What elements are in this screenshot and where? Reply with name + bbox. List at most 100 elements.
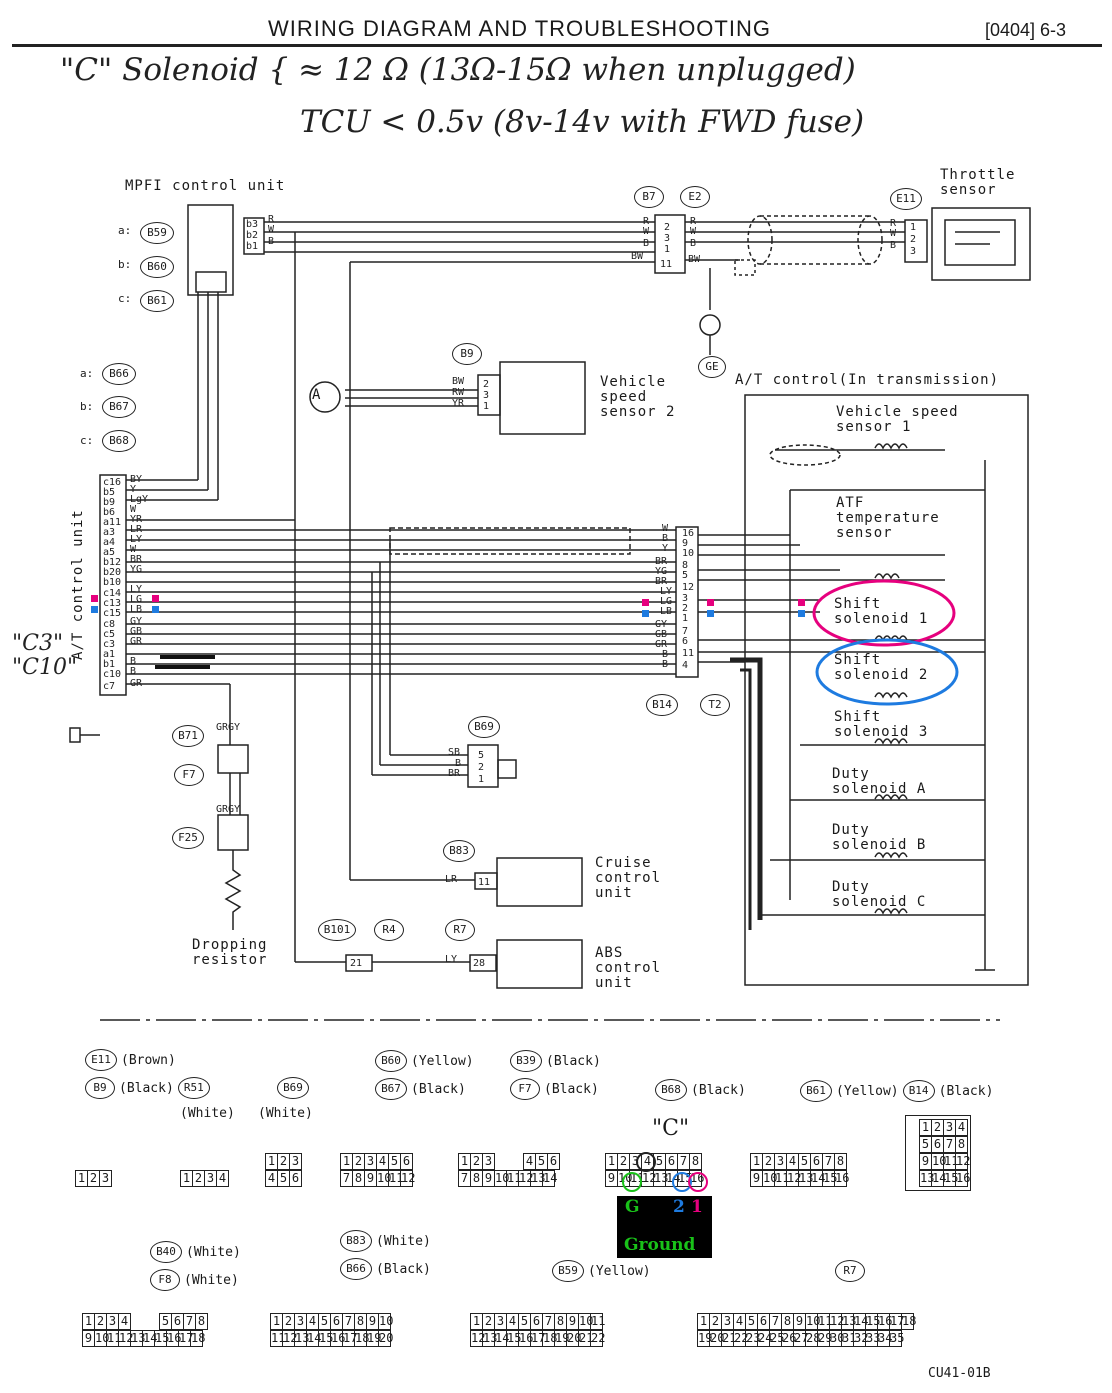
svg-text:b9: b9 (103, 497, 115, 508)
connector-b68: B68 (102, 430, 136, 452)
svg-text:LgY: LgY (130, 494, 148, 505)
duty-solenoid-b-label: Duty solenoid B (832, 822, 927, 853)
vss1-label: Vehicle speed sensor 1 (836, 404, 959, 435)
header-rule (12, 44, 1102, 47)
svg-text:B: B (890, 240, 896, 251)
legend-b69: B69 (277, 1077, 309, 1099)
at-control-in-trans-label: A/T control(In transmission) (735, 372, 1000, 388)
throttle-label: Throttle sensor (940, 167, 1016, 198)
legend-c-label: "C" (652, 1116, 690, 1141)
ground-callout (617, 1196, 712, 1258)
svg-text:c8: c8 (103, 619, 115, 630)
svg-text:BR: BR (655, 556, 668, 567)
svg-text:21: 21 (350, 958, 362, 969)
svg-text:10: 10 (682, 548, 694, 559)
duty-solenoid-c-label: Duty solenoid C (832, 879, 927, 910)
svg-text:1: 1 (682, 613, 688, 624)
svg-text:BY: BY (130, 474, 142, 485)
svg-text:3: 3 (483, 390, 489, 401)
svg-text:LY: LY (445, 954, 457, 965)
callout-1: 1 (691, 1197, 703, 1217)
svg-text:B: B (662, 533, 668, 544)
svg-text:B: B (643, 238, 649, 249)
svg-text:c14: c14 (103, 588, 121, 599)
legend-f8: F8(White) (150, 1269, 239, 1291)
svg-text:a5: a5 (103, 547, 115, 558)
atcu-c-prefix: c: (80, 434, 94, 447)
svg-text:c16: c16 (103, 477, 121, 488)
atf-label: ATF temperature sensor (836, 495, 940, 541)
svg-text:GR: GR (216, 804, 229, 815)
figure-code: CU41-01B (928, 1366, 991, 1381)
svg-text:a1: a1 (103, 649, 115, 660)
connector-b59: B59 (140, 222, 174, 244)
svg-text:GB: GB (655, 629, 667, 640)
svg-text:GY: GY (655, 619, 667, 630)
vss2-label: Vehicle speed sensor 2 (600, 374, 676, 420)
svg-text:GY: GY (228, 804, 240, 815)
svg-text:GR: GR (655, 639, 668, 650)
svg-text:B: B (455, 758, 461, 769)
svg-text:LB: LB (130, 604, 142, 615)
legend-b66: B66(Black) (340, 1258, 431, 1280)
svg-text:BW: BW (631, 251, 644, 262)
connector-b71: B71 (172, 725, 204, 747)
abs-label: ABS control unit (595, 945, 662, 991)
svg-text:LG: LG (130, 594, 142, 605)
shift-solenoid-1-highlight (812, 579, 956, 647)
legend-b83: B83(White) (340, 1230, 431, 1252)
legend-b9: B9(Black) R51 (85, 1077, 210, 1099)
svg-text:R: R (643, 216, 650, 227)
connector-t2: T2 (700, 694, 730, 716)
connector-r7: R7 (445, 919, 475, 941)
connector-b66: B66 (102, 363, 136, 385)
svg-text:W: W (130, 544, 137, 555)
connector-b9: B9 (452, 343, 482, 365)
mpfi-c-prefix: c: (118, 292, 132, 305)
svg-text:YR: YR (452, 398, 465, 409)
callout-2: 2 (673, 1197, 685, 1217)
connector-b101: B101 (318, 919, 356, 941)
svg-text:2: 2 (910, 234, 916, 245)
handwritten-note-2: TCU < 0.5v (8v-14v with FWD fuse) (300, 104, 865, 140)
cruise-label: Cruise control unit (595, 855, 662, 901)
connector-e11: E11 (890, 188, 922, 210)
svg-text:a4: a4 (103, 537, 115, 548)
mpfi-a-prefix: a: (118, 224, 132, 237)
connector-b61: B61 (140, 290, 174, 312)
duty-solenoid-a-label: Duty solenoid A (832, 766, 927, 797)
svg-text:LG: LG (660, 596, 672, 607)
svg-text:11: 11 (660, 259, 672, 270)
svg-text:W: W (662, 523, 669, 534)
svg-text:GR: GR (216, 722, 229, 733)
svg-text:7: 7 (682, 626, 688, 637)
svg-text:3: 3 (910, 246, 916, 257)
c-connector-highlights (622, 1152, 708, 1192)
svg-text:11: 11 (682, 648, 694, 659)
legend-b69-color: (White) (258, 1106, 313, 1121)
svg-text:LY: LY (660, 586, 672, 597)
legend-r51-color: (White) (180, 1106, 235, 1121)
handwritten-note-1: "C" Solenoid { ≈ 12 Ω (13Ω-15Ω when unpl… (60, 52, 856, 88)
svg-text:B: B (662, 649, 668, 660)
svg-text:LY: LY (130, 584, 142, 595)
connector-ge: GE (698, 356, 726, 378)
svg-text:GR: GR (130, 678, 143, 689)
svg-text:5: 5 (682, 570, 688, 581)
svg-text:R: R (690, 216, 697, 227)
svg-text:B: B (662, 659, 668, 670)
svg-text:2: 2 (478, 762, 484, 773)
legend-e11: E11(Brown) (85, 1049, 176, 1071)
svg-text:Y: Y (662, 543, 668, 554)
connector-f25: F25 (172, 827, 204, 849)
svg-text:BR: BR (655, 576, 668, 587)
legend-b40: B40(White) (150, 1241, 241, 1263)
